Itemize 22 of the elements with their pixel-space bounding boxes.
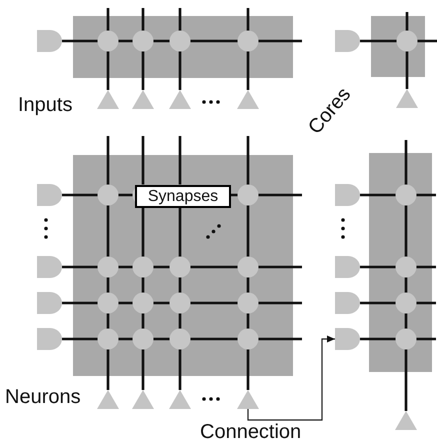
text-label: Neurons — [5, 387, 81, 407]
d-shape-icon — [335, 184, 360, 206]
d-shape-icon — [37, 328, 62, 350]
triangle-icon — [237, 90, 259, 109]
triangle-icon — [169, 390, 191, 409]
d-shape-icon — [335, 292, 360, 314]
triangle-icon — [97, 90, 119, 109]
d-shape-icon — [335, 256, 360, 278]
d-shape-icon — [37, 30, 62, 52]
triangle-icon — [396, 89, 418, 108]
triangle-icon — [237, 390, 259, 409]
d-shape-icon — [37, 292, 62, 314]
triangle-icon — [395, 411, 417, 430]
d-shape-icon — [37, 256, 62, 278]
d-shape-icon — [335, 328, 360, 350]
d-shape-icon — [37, 184, 62, 206]
triangle-icon — [132, 90, 154, 109]
triangle-icon — [97, 390, 119, 409]
triangle-icon — [169, 90, 191, 109]
text-label: Inputs — [18, 95, 72, 115]
d-shape-icon — [335, 30, 360, 52]
triangle-icon — [132, 390, 154, 409]
